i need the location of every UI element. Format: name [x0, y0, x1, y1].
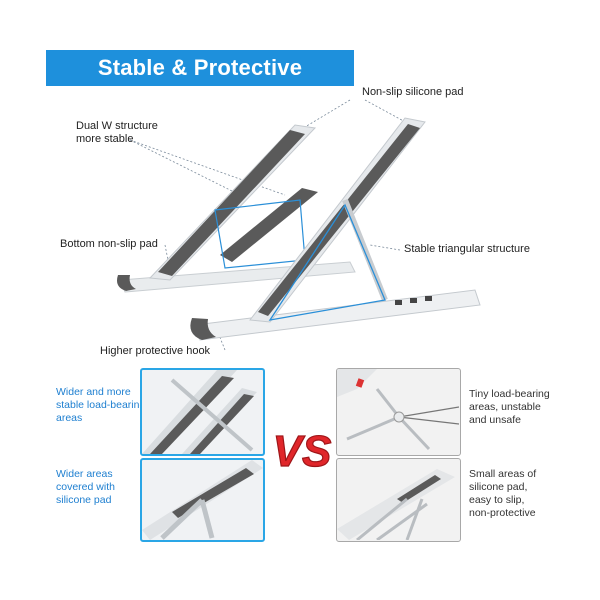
callout-dual-w-line2: more stable	[76, 133, 134, 145]
closeup-other-stand-pad	[337, 469, 455, 540]
callout-bottom-pad: Bottom non-slip pad	[60, 238, 158, 250]
caption-wider-load-bearing: Wider and more stable load-bearing areas	[56, 386, 145, 425]
panel-other-silicone-pad	[336, 458, 461, 542]
caption-line: Wider areas	[56, 468, 113, 480]
closeup-stand-pad	[142, 460, 263, 540]
caption-line: stable load-bearing	[56, 399, 146, 411]
caption-line: areas, unstable	[469, 401, 541, 413]
caption-line: silicone pad	[56, 494, 112, 506]
caption-small-pad: Small areas of silicone pad, easy to sli…	[469, 468, 536, 520]
caption-line: areas	[56, 412, 83, 424]
callout-non-slip-pad: Non-slip silicone pad	[362, 86, 464, 98]
vs-label: VS	[273, 427, 332, 476]
caption-line: Small areas of	[469, 468, 537, 480]
caption-line: Tiny load-bearing	[469, 388, 550, 400]
callout-dual-w: Dual W structure more stable	[76, 120, 158, 146]
closeup-stand-arms	[142, 370, 257, 454]
callout-dual-w-line1: Dual W structure	[76, 120, 158, 132]
caption-line: silicone pad,	[469, 481, 528, 493]
vs-badge: VS	[272, 426, 332, 476]
panel-our-silicone-pad	[140, 458, 265, 542]
closeup-other-stand-joint	[337, 369, 459, 451]
front-stand	[190, 117, 481, 341]
panel-other-load-bearing	[336, 368, 461, 456]
panel-our-load-bearing	[140, 368, 265, 456]
laptop-stand-illustration	[117, 99, 481, 351]
back-stand	[117, 124, 356, 293]
caption-tiny-load-bearing: Tiny load-bearing areas, unstable and un…	[469, 388, 550, 427]
caption-wider-pad: Wider areas covered with silicone pad	[56, 468, 115, 507]
callout-triangular: Stable triangular structure	[404, 243, 530, 255]
caption-line: and unsafe	[469, 414, 521, 426]
callout-hook: Higher protective hook	[100, 345, 211, 357]
caption-line: Wider and more	[56, 386, 131, 398]
caption-line: non-protective	[469, 507, 536, 519]
caption-line: covered with	[56, 481, 115, 493]
caption-line: easy to slip,	[469, 494, 525, 506]
page-title: Stable & Protective Structure	[46, 50, 354, 116]
